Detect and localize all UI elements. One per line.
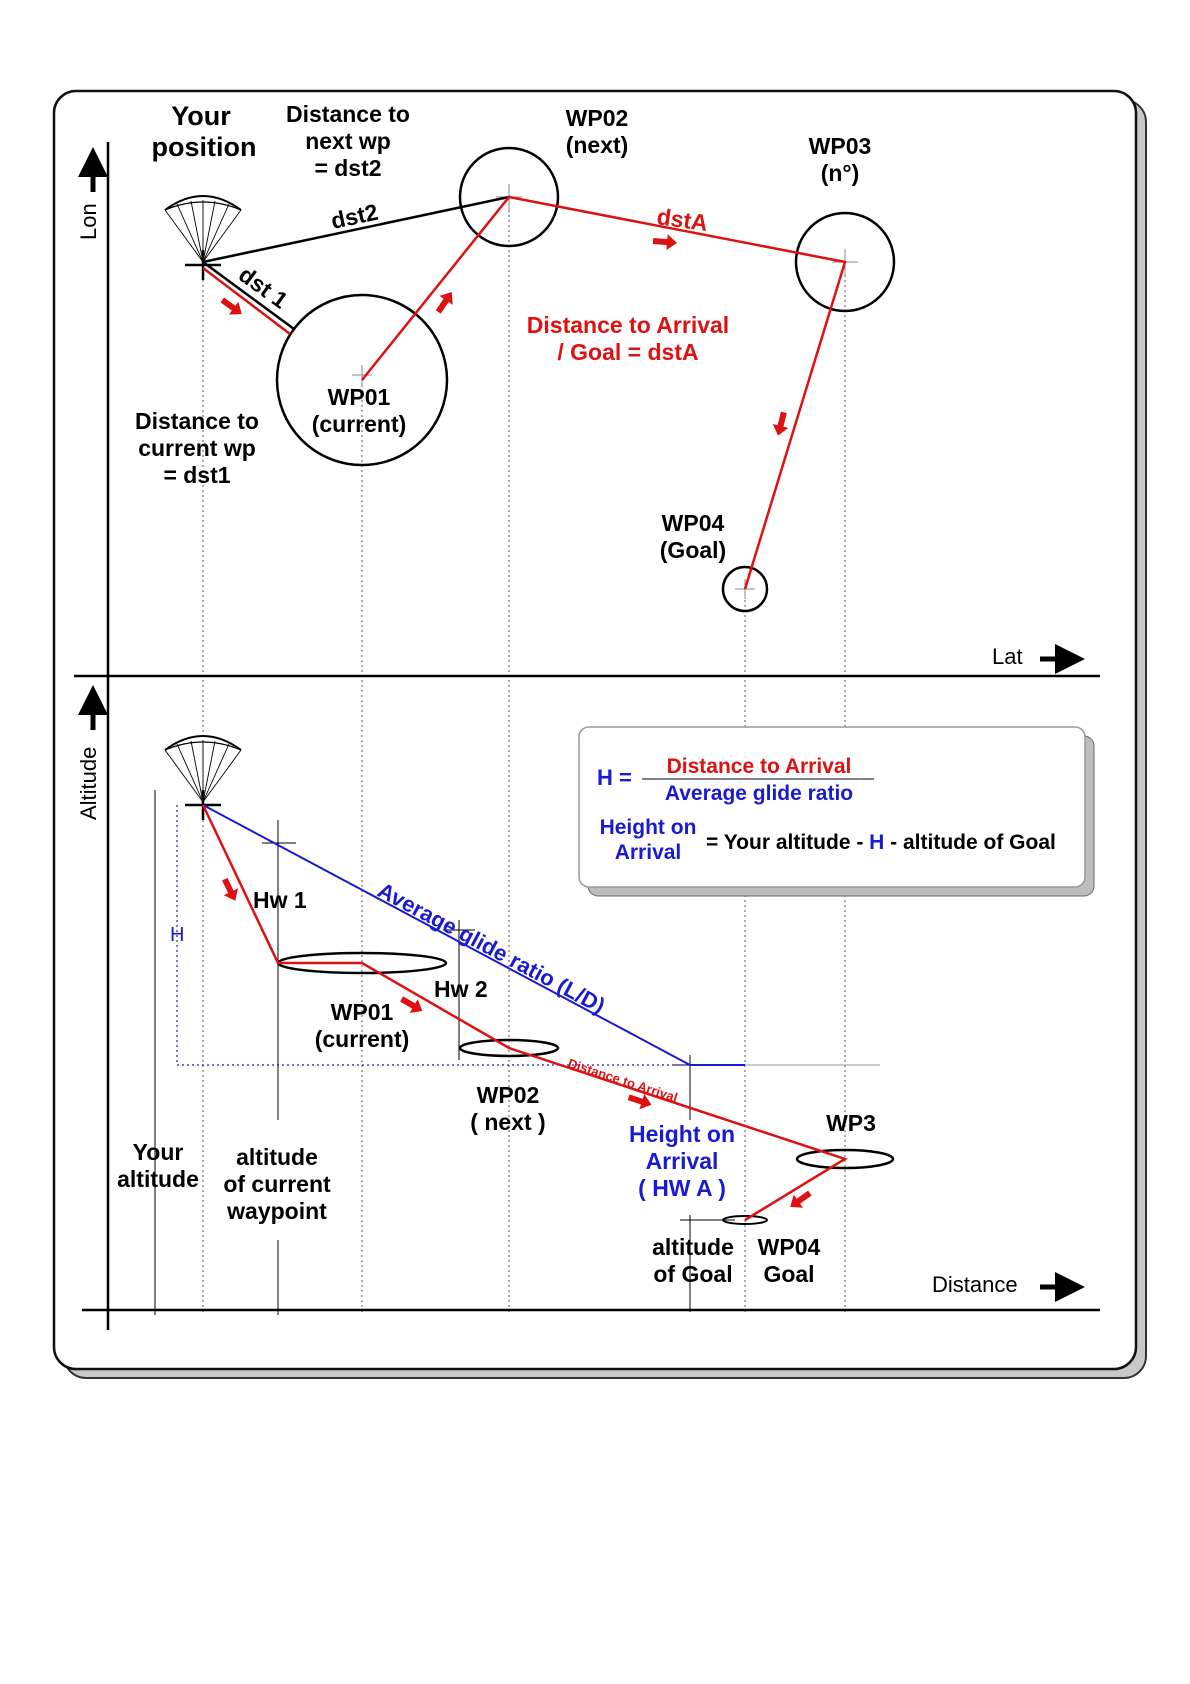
- svg-text:= dst2: = dst2: [314, 155, 381, 181]
- formula-rhs: = Your altitude - H - altitude of Goal: [706, 831, 1056, 854]
- wp02-ellipse: [458, 1038, 560, 1058]
- svg-text:WP02: WP02: [477, 1082, 540, 1108]
- svg-text:Distance to Arrival: Distance to Arrival: [527, 312, 729, 338]
- height-arrival-label: Height on Arrival ( HW A ): [629, 1121, 735, 1201]
- svg-text:Your: Your: [171, 101, 231, 131]
- h-label: H: [170, 924, 184, 946]
- svg-text:of current: of current: [223, 1171, 331, 1197]
- wp02-bottom-label: WP02 ( next ): [470, 1082, 545, 1135]
- dist-current-wp-label: Distance to current wp = dst1: [135, 408, 259, 488]
- wp01-bottom-label: WP01 (current): [315, 999, 410, 1052]
- altitude-label: Altitude: [76, 747, 101, 820]
- svg-text:position: position: [152, 132, 257, 162]
- svg-text:next wp: next wp: [305, 128, 391, 154]
- svg-text:altitude: altitude: [117, 1166, 199, 1192]
- formula-numerator: Distance to Arrival: [667, 755, 852, 778]
- your-position-label: Your position: [152, 101, 257, 162]
- formula-h-eq: H =: [597, 765, 632, 790]
- svg-text:current wp: current wp: [138, 435, 256, 461]
- svg-text:Your: Your: [133, 1139, 184, 1165]
- svg-text:(current): (current): [315, 1026, 410, 1052]
- svg-text:Distance to: Distance to: [286, 101, 410, 127]
- svg-text:(next): (next): [566, 132, 629, 158]
- route-profile: [201, 804, 848, 1222]
- wp03-cylinder: [794, 211, 896, 313]
- wp01-label: WP01 (current): [312, 384, 407, 437]
- formula-height-on-1: Height on: [600, 816, 697, 839]
- glide-line: [202, 804, 691, 1066]
- svg-text:Arrival: Arrival: [646, 1148, 719, 1174]
- route-line-main: [361, 195, 847, 590]
- svg-text:Goal: Goal: [763, 1261, 814, 1287]
- alt-goal-label: altitude of Goal: [652, 1234, 734, 1287]
- svg-text:/ Goal = dstA: / Goal = dstA: [557, 339, 698, 365]
- hw2-label: Hw 2: [434, 976, 488, 1002]
- your-altitude-label: Your altitude: [117, 1139, 199, 1192]
- wp01-cylinder: [275, 293, 449, 467]
- dst2-line: [202, 195, 510, 264]
- svg-text:of Goal: of Goal: [653, 1261, 732, 1287]
- svg-text:Height on: Height on: [629, 1121, 735, 1147]
- dist-arrival-label: Distance to Arrival / Goal = dstA: [527, 312, 729, 365]
- alt-current-wp-label: altitude of current waypoint: [223, 1144, 331, 1224]
- svg-text:WP04: WP04: [758, 1234, 821, 1260]
- wp03-label: WP03 (n°): [809, 133, 872, 186]
- svg-text:( next ): ( next ): [470, 1109, 545, 1135]
- wp02-label: WP02 (next): [566, 105, 629, 158]
- svg-text:(Goal): (Goal): [660, 537, 726, 563]
- lon-label: Lon: [76, 203, 101, 240]
- svg-text:= dst1: = dst1: [163, 462, 230, 488]
- svg-text:(n°): (n°): [821, 160, 860, 186]
- route-line: [202, 267, 291, 335]
- formula-height-on-2: Arrival: [615, 841, 682, 864]
- lat-label: Lat: [992, 644, 1023, 669]
- svg-text:altitude: altitude: [652, 1234, 734, 1260]
- svg-text:altitude: altitude: [236, 1144, 318, 1170]
- svg-text:WP02: WP02: [566, 105, 629, 131]
- formula-box: [578, 726, 1086, 888]
- formula-denominator: Average glide ratio: [665, 782, 853, 805]
- svg-text:WP01: WP01: [328, 384, 391, 410]
- svg-text:waypoint: waypoint: [226, 1198, 327, 1224]
- wp04-cylinder: [721, 565, 769, 613]
- dist-next-wp-label: Distance to next wp = dst2: [286, 101, 410, 181]
- wp3-ellipse: [795, 1148, 895, 1170]
- svg-text:WP03: WP03: [809, 133, 872, 159]
- svg-text:(current): (current): [312, 411, 407, 437]
- wp04-label: WP04 (Goal): [660, 510, 726, 563]
- svg-text:Distance to: Distance to: [135, 408, 259, 434]
- wp04-bottom-label: WP04 Goal: [758, 1234, 821, 1287]
- svg-text:WP01: WP01: [331, 999, 394, 1025]
- wp04-ellipse: [722, 1215, 768, 1225]
- svg-text:WP04: WP04: [662, 510, 725, 536]
- svg-text:( HW A ): ( HW A ): [638, 1175, 726, 1201]
- dst1-line: [202, 260, 295, 331]
- wp02-cylinder: [458, 146, 560, 248]
- hw1-label: Hw 1: [253, 887, 307, 913]
- distance-label: Distance: [932, 1272, 1018, 1297]
- wp3-label: WP3: [826, 1110, 876, 1136]
